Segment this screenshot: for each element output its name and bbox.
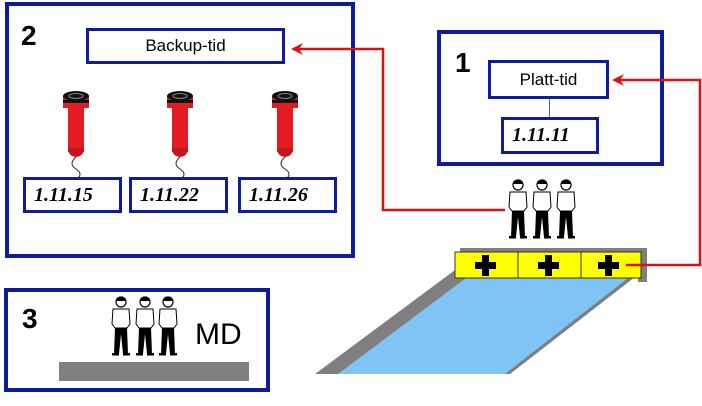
manual-timing-label: MD bbox=[195, 318, 242, 351]
backup-timer-1: 1.11.15 bbox=[23, 177, 122, 213]
arrow-head-icon bbox=[291, 43, 303, 55]
touchpad-row bbox=[454, 251, 642, 279]
pool-water bbox=[338, 278, 628, 374]
arrow-head-icon bbox=[612, 74, 624, 86]
panel-number: 1 bbox=[455, 47, 471, 78]
panel-number: 2 bbox=[21, 20, 37, 51]
timekeeper-icon bbox=[556, 178, 576, 240]
timekeeper-icon bbox=[158, 295, 178, 357]
touchpad-timer: 1.11.11 bbox=[501, 117, 599, 154]
timekeepers-manual bbox=[111, 295, 178, 357]
backup-timer-2: 1.11.22 bbox=[129, 177, 228, 213]
timekeeper-icon bbox=[111, 295, 131, 357]
connector-line bbox=[549, 99, 550, 117]
panel-number: 3 bbox=[22, 303, 38, 334]
deck-platform bbox=[59, 362, 249, 381]
arrow-to-backup bbox=[298, 47, 505, 212]
pool-edge-top bbox=[460, 248, 647, 282]
backup-time-label: Backup-tid bbox=[86, 28, 285, 64]
timekeepers-pool bbox=[508, 178, 576, 240]
touchpad-time-label: Platt-tid bbox=[488, 60, 609, 99]
arrow-to-touchpad bbox=[618, 78, 702, 267]
backup-timer-3: 1.11.26 bbox=[238, 177, 337, 213]
timekeeper-icon bbox=[532, 178, 552, 240]
timekeeper-icon bbox=[135, 295, 155, 357]
timekeeper-icon bbox=[508, 178, 528, 240]
